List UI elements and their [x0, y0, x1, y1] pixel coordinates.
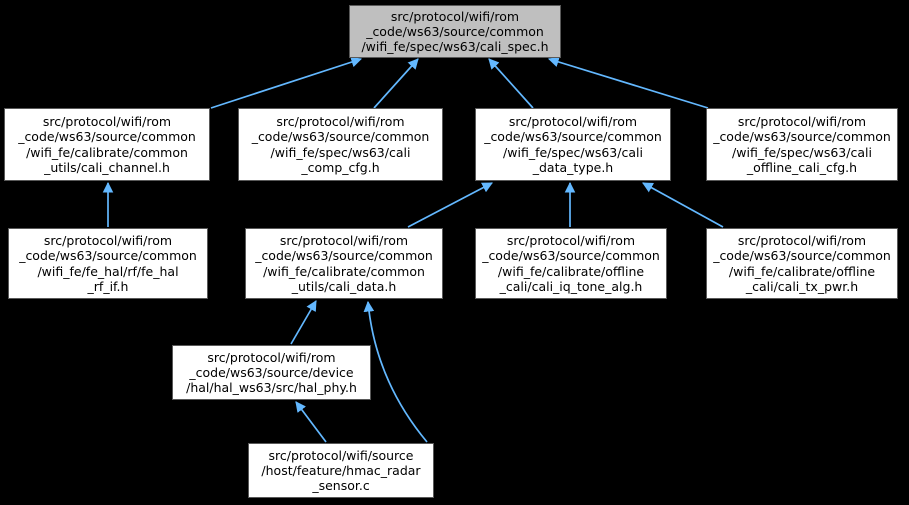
node-cali-offline-cali-cfg[interactable]: src/protocol/wifi/rom _code/ws63/source/… [706, 108, 898, 181]
node-cali-channel-label: src/protocol/wifi/rom _code/ws63/source/… [18, 113, 196, 175]
node-cali-data-label: src/protocol/wifi/rom _code/ws63/source/… [255, 232, 433, 294]
node-cali-channel[interactable]: src/protocol/wifi/rom _code/ws63/source/… [4, 108, 210, 181]
node-hal-phy-label: src/protocol/wifi/rom _code/ws63/source/… [186, 349, 357, 396]
edge-cali-data-type-to-cali-spec [488, 58, 534, 109]
node-hmac-radar-sensor-label: src/protocol/wifi/source /host/feature/h… [261, 447, 421, 494]
edge-cali-comp-cfg-to-cali-spec [373, 58, 419, 109]
node-cali-offline-cali-cfg-label: src/protocol/wifi/rom _code/ws63/source/… [713, 113, 891, 175]
node-fe-hal-rf-if[interactable]: src/protocol/wifi/rom _code/ws63/source/… [8, 228, 208, 299]
node-cali-comp-cfg-label: src/protocol/wifi/rom _code/ws63/source/… [251, 113, 430, 175]
edge-cali-channel-to-cali-spec [210, 56, 363, 109]
edge-cali-tx-pwr-to-cali-data-type [642, 182, 724, 228]
node-cali-iq-tone-alg-label: src/protocol/wifi/rom _code/ws63/source/… [482, 232, 660, 294]
node-hmac-radar-sensor[interactable]: src/protocol/wifi/source /host/feature/h… [248, 443, 434, 498]
edge-cali-data-to-cali-data-type [407, 182, 493, 228]
node-cali-spec-label: src/protocol/wifi/rom _code/ws63/source/… [361, 8, 549, 55]
node-cali-iq-tone-alg[interactable]: src/protocol/wifi/rom _code/ws63/source/… [475, 228, 667, 299]
node-cali-tx-pwr[interactable]: src/protocol/wifi/rom _code/ws63/source/… [706, 228, 898, 299]
node-cali-tx-pwr-label: src/protocol/wifi/rom _code/ws63/source/… [713, 232, 891, 294]
node-cali-data-type[interactable]: src/protocol/wifi/rom _code/ws63/source/… [475, 108, 671, 181]
node-cali-data[interactable]: src/protocol/wifi/rom _code/ws63/source/… [245, 228, 443, 299]
node-cali-spec[interactable]: src/protocol/wifi/rom _code/ws63/source/… [349, 5, 561, 58]
edge-hmac-radar-sensor-to-cali-data [363, 300, 428, 443]
edge-hal-phy-to-cali-data [290, 300, 317, 345]
node-hal-phy[interactable]: src/protocol/wifi/rom _code/ws63/source/… [172, 345, 371, 400]
node-fe-hal-rf-if-label: src/protocol/wifi/rom _code/ws63/source/… [19, 232, 197, 294]
node-cali-comp-cfg[interactable]: src/protocol/wifi/rom _code/ws63/source/… [238, 108, 443, 181]
edge-cali-offline-cali-cfg-to-cali-spec [547, 56, 709, 109]
node-cali-data-type-label: src/protocol/wifi/rom _code/ws63/source/… [484, 113, 662, 175]
edge-hmac-radar-sensor-to-hal-phy [295, 401, 327, 443]
